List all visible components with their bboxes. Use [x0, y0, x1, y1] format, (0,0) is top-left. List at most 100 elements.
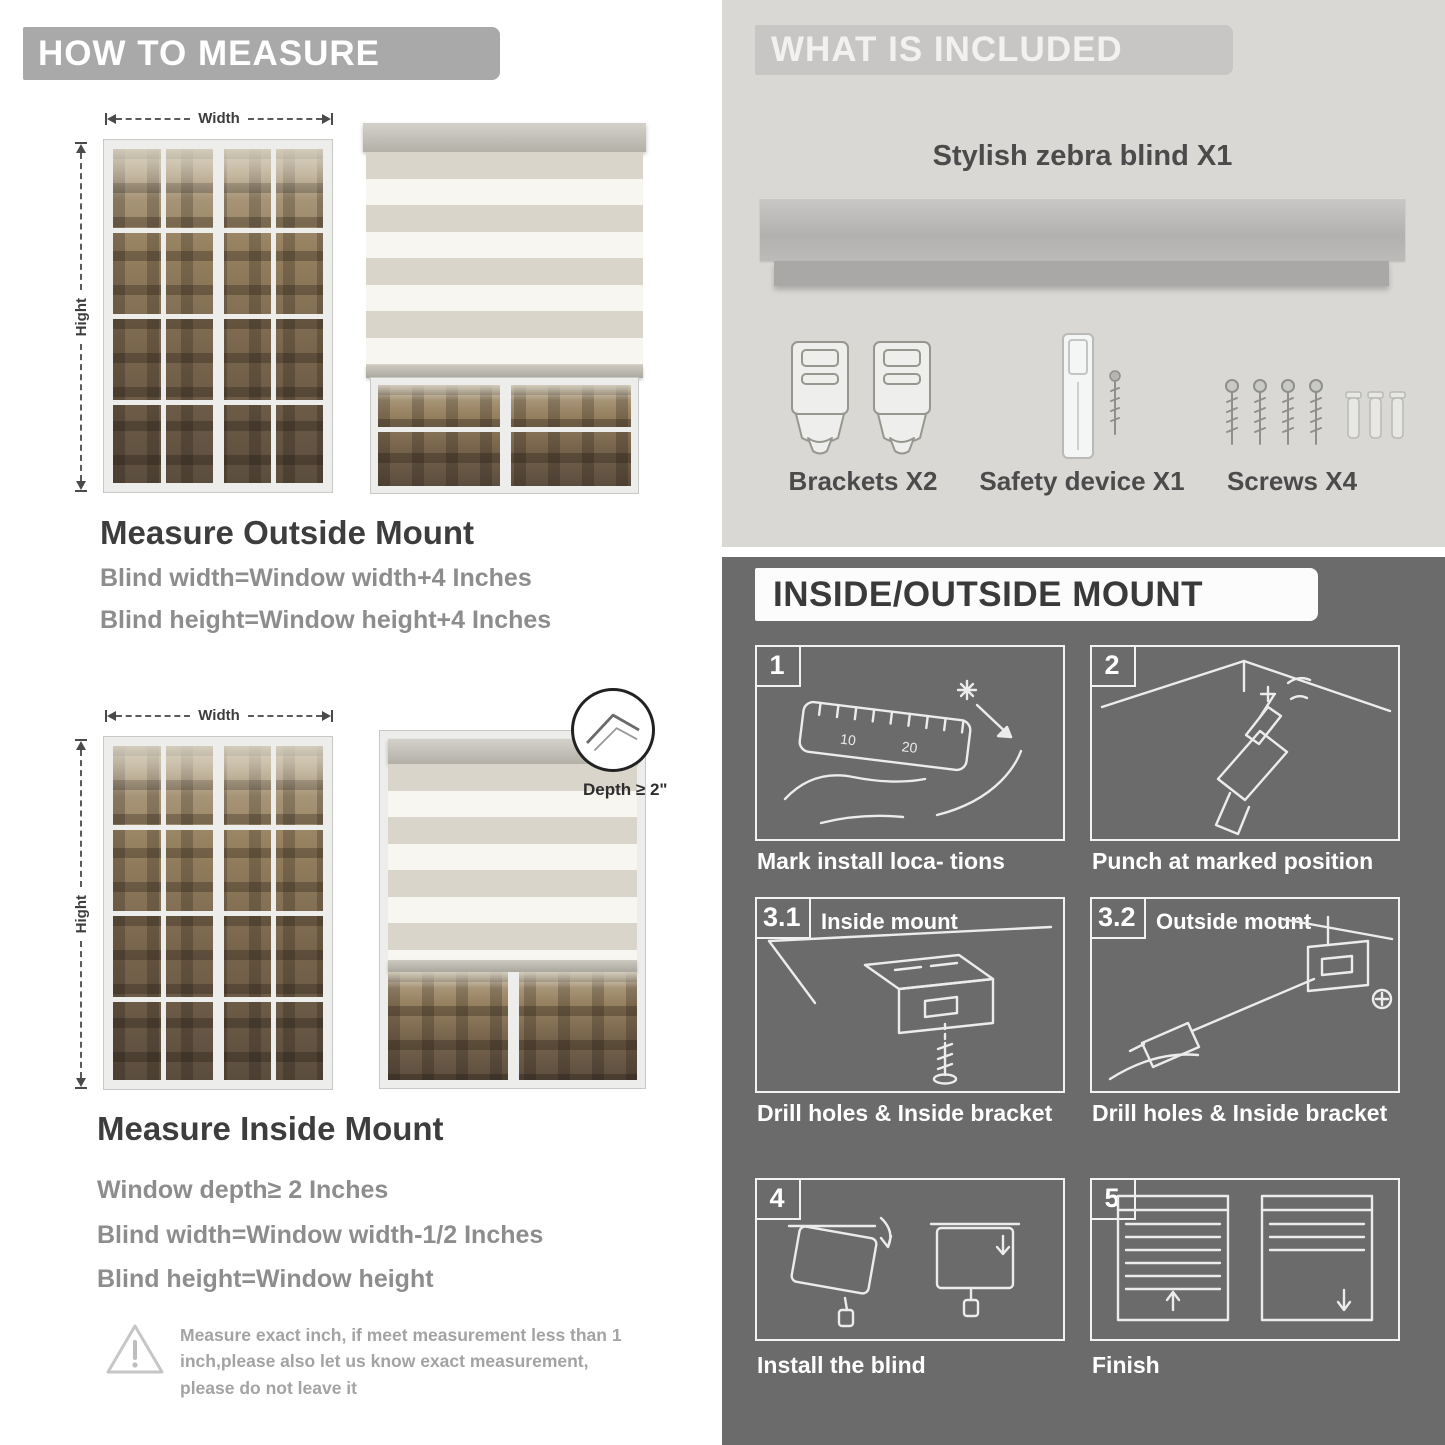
- what-is-included-title: WHAT IS INCLUDED: [771, 30, 1123, 69]
- inside-mount-rule-depth: Window depth≥ 2 Inches: [97, 1176, 389, 1204]
- depth-requirement-label: Depth ≥ 2": [583, 780, 668, 799]
- step-panel-4: 4: [755, 1178, 1065, 1341]
- safety-device-icon: [1062, 333, 1121, 459]
- blind-product-label: Stylish zebra blind X1: [932, 140, 1233, 172]
- arrowhead-down-icon: [76, 1078, 86, 1088]
- dimension-line: [116, 714, 191, 717]
- how-to-measure-section: HOW TO MEASURE Width Hight: [0, 0, 710, 1445]
- zebra-blind-illustration-outside: [363, 123, 646, 493]
- height-label: Hight: [72, 297, 90, 337]
- what-is-included-section: WHAT IS INCLUDED Stylish zebra blind X1: [722, 0, 1445, 547]
- how-to-measure-title: HOW TO MEASURE: [38, 33, 380, 73]
- depth-detail-circle: [571, 688, 655, 772]
- how-to-measure-banner: HOW TO MEASURE: [23, 27, 500, 80]
- window-center-mullion: [499, 385, 511, 486]
- inside-mount-heading: Measure Inside Mount: [97, 1110, 444, 1147]
- step-panel-5: 5: [1090, 1178, 1400, 1341]
- dimension-tick: [75, 142, 87, 144]
- step-number: 1: [755, 645, 801, 687]
- outside-mount-rule-width: Blind width=Window width+4 Inches: [100, 564, 532, 592]
- dimension-line: [80, 153, 82, 290]
- dimension-tick: [331, 112, 334, 125]
- dimension-line: [80, 750, 82, 887]
- safety-device-label: Safety device X1: [979, 466, 1185, 496]
- arrowhead-right-icon: [322, 710, 332, 721]
- dimension-line: [80, 941, 82, 1079]
- window-center-mullion: [507, 972, 519, 1080]
- dimension-line: [247, 714, 323, 717]
- blind-stripes: [388, 764, 637, 960]
- dimension-line: [80, 344, 82, 482]
- mount-title: INSIDE/OUTSIDE MOUNT: [773, 574, 1204, 614]
- screws-label: Screws X4: [1226, 466, 1358, 496]
- arrowhead-right-icon: [322, 113, 332, 124]
- step-caption-2: Punch at marked position: [1092, 848, 1374, 874]
- window-mullion: [113, 996, 323, 1002]
- arrowhead-up-icon: [76, 144, 86, 153]
- what-is-included-banner: WHAT IS INCLUDED: [755, 25, 1233, 75]
- step-panel-3-2: 3.2 Outside mount: [1090, 897, 1400, 1093]
- width-label: Width: [198, 110, 240, 127]
- outside-mount-rule-height: Blind height=Window height+4 Inches: [100, 606, 552, 634]
- screws-icon: [1225, 379, 1406, 445]
- dimension-line: [116, 117, 191, 120]
- blind-stripes: [366, 152, 643, 365]
- step-number: 3.1: [755, 897, 811, 939]
- width-dimension-inside: Width: [105, 707, 334, 724]
- window-mullion: [378, 427, 631, 433]
- inside-mount-rule-width: Blind width=Window width-1/2 Inches: [97, 1221, 544, 1249]
- inside-bracket-sketch: [767, 925, 1053, 1085]
- svg-text:20: 20: [901, 738, 919, 756]
- measure-note: Measure exact inch, if meet measurement …: [180, 1325, 622, 1398]
- dimension-tick: [75, 490, 87, 493]
- svg-text:10: 10: [839, 731, 857, 749]
- height-dimension-inside: Hight: [70, 739, 92, 1090]
- window-mullion: [113, 911, 323, 916]
- width-label: Width: [198, 707, 240, 724]
- window-mullion: [113, 314, 323, 319]
- step-panel-2: 2: [1090, 645, 1400, 841]
- step-panel-1: 1 10 20: [755, 645, 1065, 841]
- height-label: Hight: [72, 894, 90, 934]
- window-mullion: [113, 399, 323, 405]
- step-number: 5: [1090, 1178, 1136, 1220]
- window-illustration-inside: [104, 737, 332, 1089]
- window-lower-part: [371, 378, 638, 493]
- step-number: 4: [755, 1178, 801, 1220]
- step-panel-3-1: 3.1 Inside mount: [755, 897, 1065, 1093]
- mark-locations-sketch: 10 20: [783, 679, 1023, 825]
- blind-bottom-rail: [366, 365, 643, 378]
- finish-sketch: [1116, 1194, 1374, 1322]
- warning-icon: [106, 1324, 164, 1374]
- blind-valance-illustration: [774, 261, 1389, 286]
- brackets-label: Brackets X2: [788, 466, 938, 496]
- mount-banner: INSIDE/OUTSIDE MOUNT: [755, 568, 1318, 621]
- dimension-tick: [105, 709, 107, 722]
- inside-mount-label: Inside mount: [821, 909, 958, 934]
- outside-mount-heading: Measure Outside Mount: [100, 514, 475, 551]
- outside-mount-label: Outside mount: [1156, 909, 1312, 934]
- window-mullion: [113, 227, 323, 233]
- window-mullion: [113, 824, 323, 830]
- step-caption-5: Finish: [1092, 1352, 1160, 1378]
- outside-bracket-sketch: [1108, 915, 1394, 1081]
- blind-bottom-rail: [388, 960, 637, 972]
- window-lower-part: [388, 972, 637, 1080]
- arrowhead-up-icon: [76, 741, 86, 750]
- dimension-line: [247, 117, 323, 120]
- arrowhead-left-icon: [107, 113, 116, 124]
- window-illustration-outside: [104, 140, 332, 492]
- window-corner-detail-icon: [585, 713, 640, 752]
- step-caption-4: Install the blind: [757, 1352, 926, 1378]
- step-number: 3.2: [1090, 897, 1146, 939]
- dimension-tick: [331, 709, 334, 722]
- drill-sketch: [1100, 659, 1392, 836]
- step-caption-3-2: Drill holes & Inside bracket: [1092, 1100, 1388, 1126]
- dimension-tick: [75, 1087, 87, 1090]
- blind-cassette: [363, 123, 646, 152]
- install-blind-sketch: [787, 1216, 1021, 1328]
- arrowhead-left-icon: [107, 710, 116, 721]
- brackets-icon: [791, 341, 931, 455]
- mount-instructions-section: INSIDE/OUTSIDE MOUNT 1 10 20: [722, 557, 1445, 1445]
